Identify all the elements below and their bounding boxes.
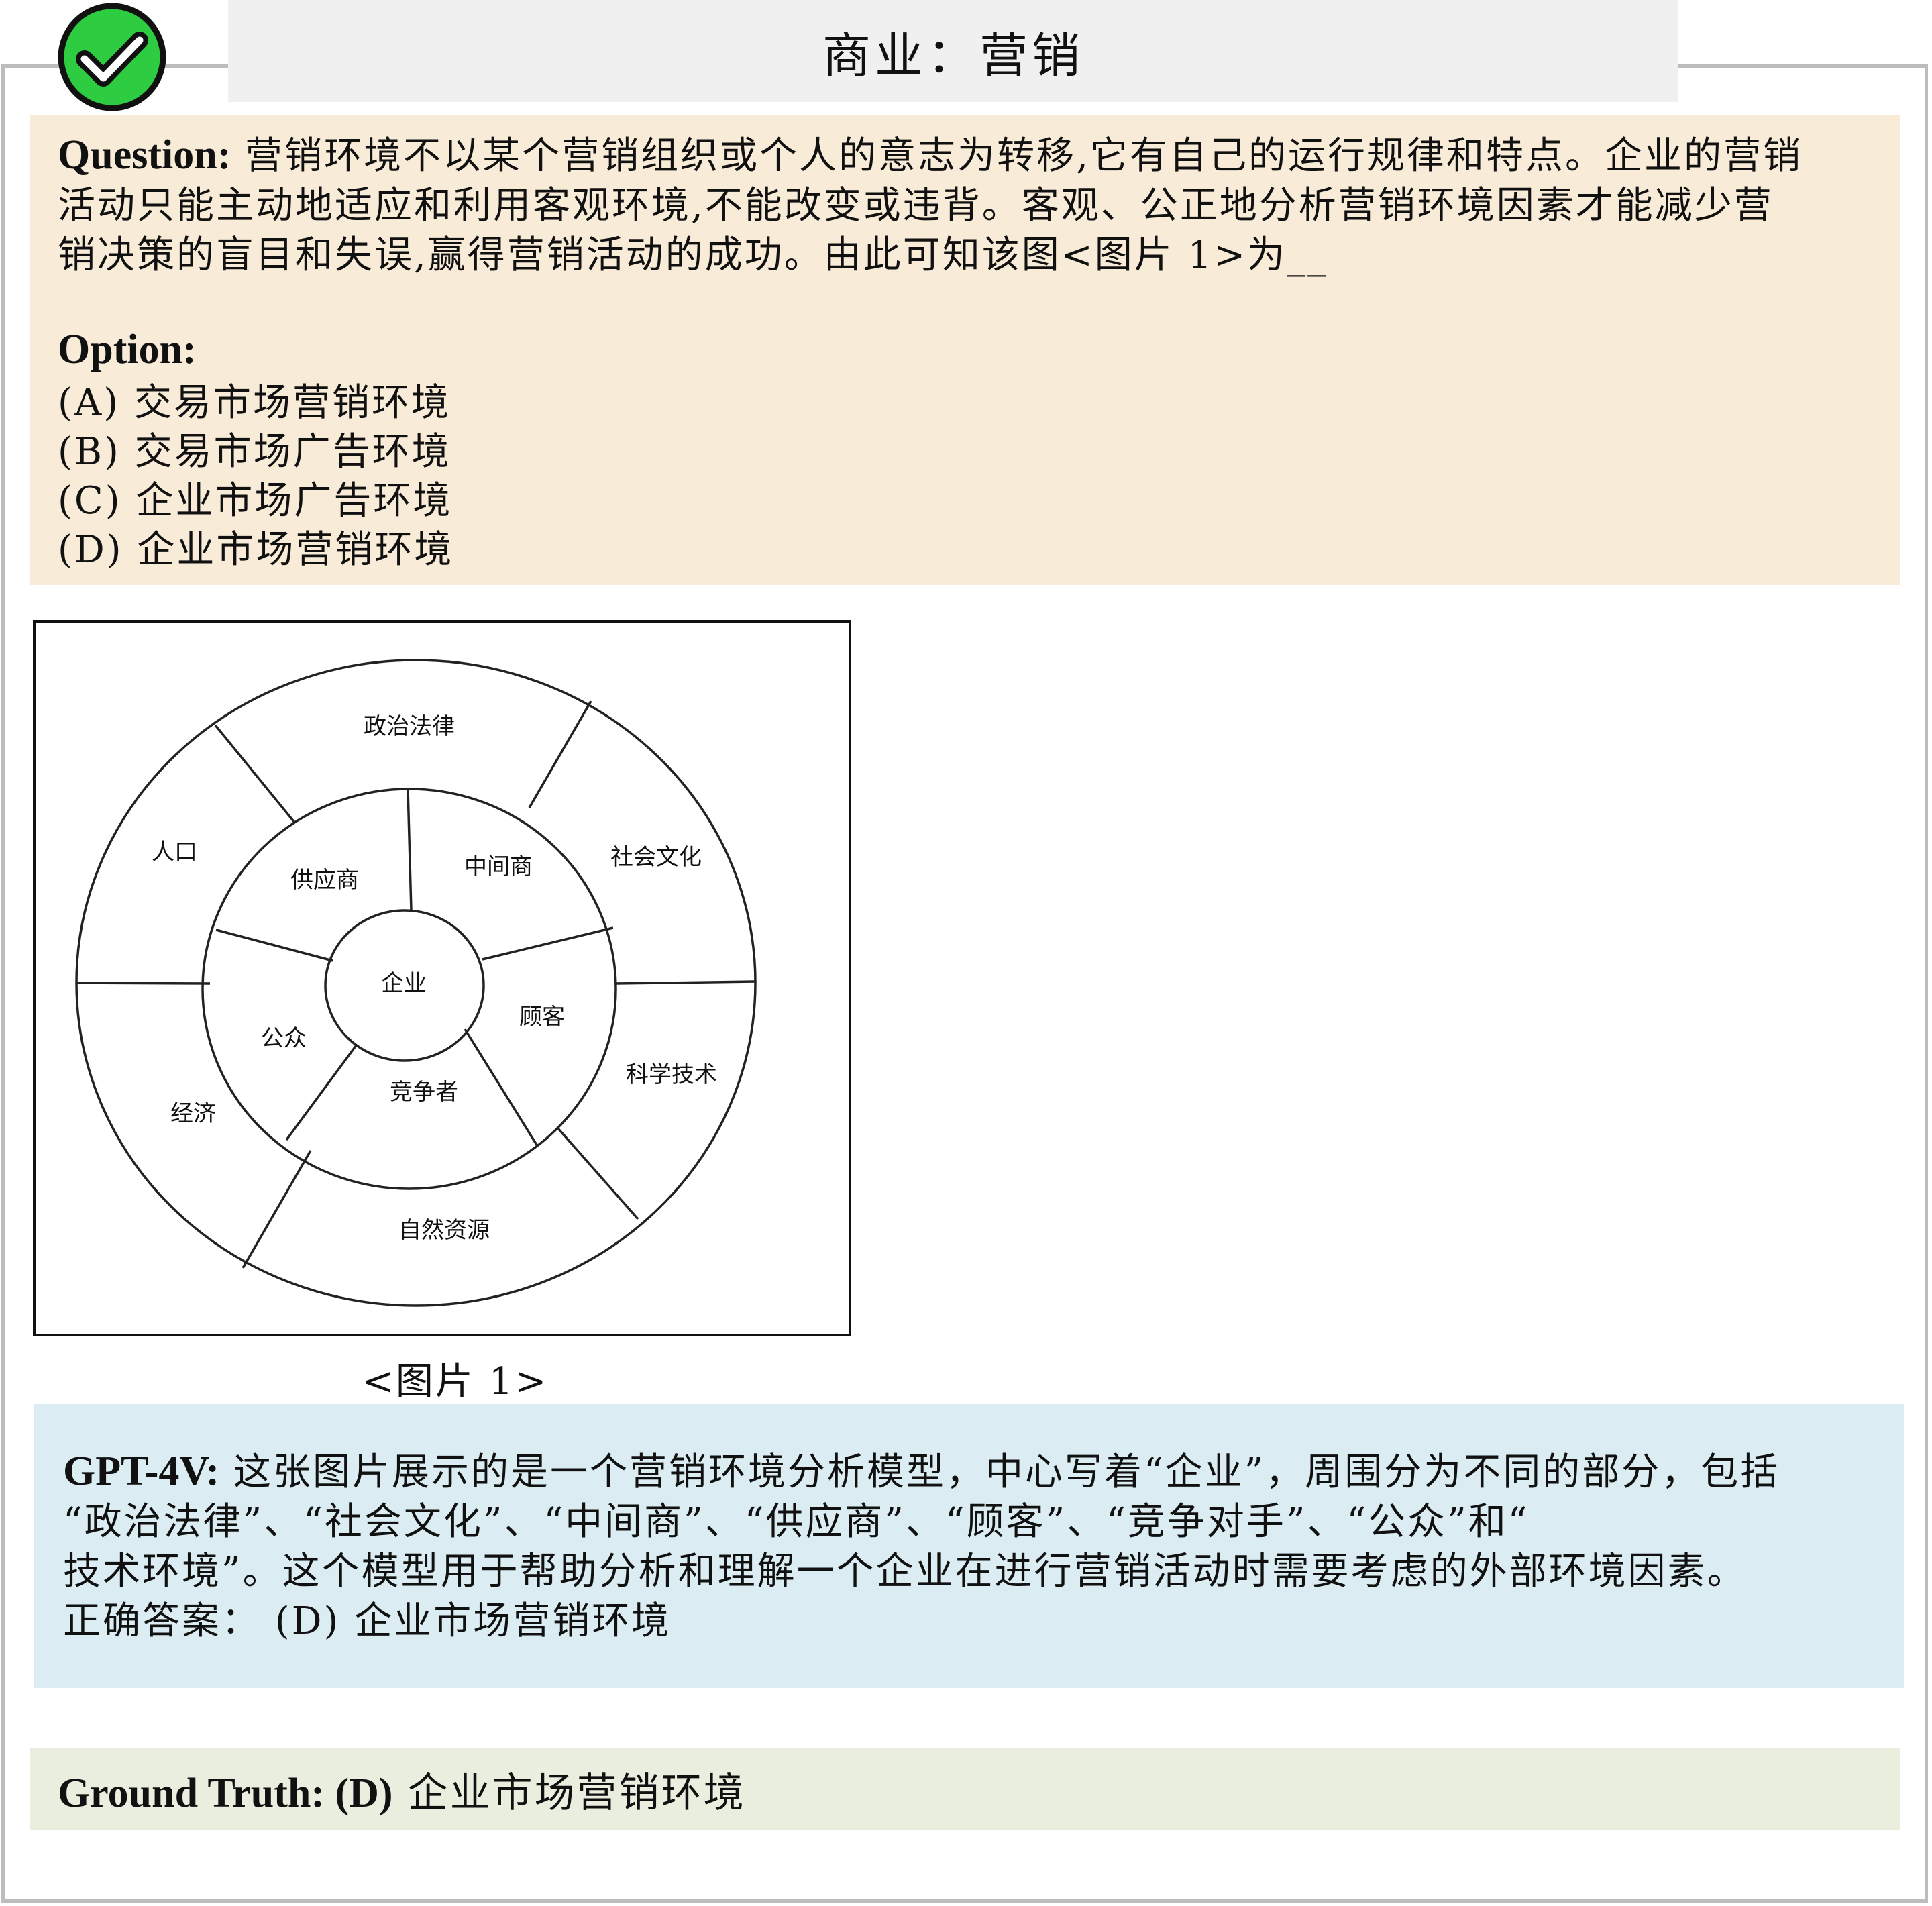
divider-inner-5 bbox=[215, 929, 333, 962]
option-d: (D) 企业市场营销环境 bbox=[58, 528, 454, 572]
gpt-text-2: “政治法律”、“社会文化”、“中间商”、“供应商”、“顾客”、“竞争对手”、“公… bbox=[63, 1500, 1529, 1544]
gpt-label: GPT-4V: bbox=[63, 1448, 220, 1494]
label-outer-2: 社会文化 bbox=[610, 844, 702, 871]
gpt-text-4: 正确答案： (D) 企业市场营销环境 bbox=[63, 1599, 672, 1643]
option-c: (C) 企业市场广告环境 bbox=[58, 479, 453, 523]
divider-inner-2 bbox=[482, 926, 614, 961]
label-outer-5: 经济 bbox=[170, 1100, 216, 1127]
option-label-row: Option: bbox=[58, 325, 1873, 376]
option-b: (B) 交易市场广告环境 bbox=[58, 430, 451, 474]
question-box: Question: 营销环境不以某个营销组织或个人的意志为转移,它有自己的运行规… bbox=[30, 115, 1900, 585]
divider-outer-1 bbox=[214, 724, 297, 825]
label-outer-3: 科学技术 bbox=[626, 1061, 717, 1088]
question-label: Question: bbox=[58, 132, 231, 178]
option-a: (A) 交易市场营销环境 bbox=[58, 381, 451, 425]
divider-inner-1 bbox=[407, 788, 413, 911]
label-center: 企业 bbox=[381, 970, 427, 997]
divider-outer-5 bbox=[241, 1150, 312, 1269]
question-line-1: Question: 营销环境不以某个营销组织或个人的意志为转移,它有自己的运行规… bbox=[58, 130, 1873, 181]
title-bar: 商业：营销 bbox=[228, 0, 1678, 102]
option-label: Option: bbox=[58, 327, 197, 372]
ground-truth-row: Ground Truth: (D) 企业市场营销环境 bbox=[58, 1760, 746, 1819]
divider-inner-3 bbox=[464, 1028, 539, 1147]
figure-image: 企业 供应商 中间商 顾客 竞争者 公众 政治法律 社会文化 科学技术 自然资源… bbox=[33, 620, 851, 1336]
label-inner-2: 中间商 bbox=[464, 853, 533, 880]
figure-caption: <图片 1> bbox=[362, 1360, 549, 1404]
question-text-3: 销决策的盲目和失误,赢得营销活动的成功。由此可知该图<图片 1>为__ bbox=[58, 233, 1329, 277]
ground-truth-label: Ground Truth: (D) bbox=[58, 1770, 393, 1816]
gpt-text-3: 技术环境”。这个模型用于帮助分析和理解一个企业在进行营销活动时需要考虑的外部环境… bbox=[63, 1550, 1747, 1593]
environment-diagram: 企业 供应商 中间商 顾客 竞争者 公众 政治法律 社会文化 科学技术 自然资源… bbox=[75, 659, 757, 1307]
label-outer-6: 人口 bbox=[152, 839, 197, 865]
page-title: 商业：营销 bbox=[822, 27, 1084, 84]
label-outer-4: 自然资源 bbox=[398, 1217, 490, 1244]
gpt-text-1: 这张图片展示的是一个营销环境分析模型，中心写着“企业”，周围分为不同的部分，包括 bbox=[219, 1450, 1780, 1494]
divider-outer-3 bbox=[614, 980, 756, 985]
divider-inner-4 bbox=[285, 1044, 358, 1141]
label-outer-1: 政治法律 bbox=[364, 713, 455, 740]
question-text-1: 营销环境不以某个营销组织或个人的意志为转移,它有自己的运行规律和特点。企业的营销 bbox=[231, 134, 1803, 178]
gpt-line-1: GPT-4V: 这张图片展示的是一个营销环境分析模型，中心写着“企业”，周围分为… bbox=[63, 1446, 1877, 1497]
divider-outer-2 bbox=[528, 700, 592, 808]
ground-truth-answer: 企业市场营销环境 bbox=[392, 1769, 746, 1817]
middle-ring bbox=[201, 788, 617, 1190]
gpt-response-box: GPT-4V: 这张图片展示的是一个营销环境分析模型，中心写着“企业”，周围分为… bbox=[34, 1404, 1904, 1688]
center-circle bbox=[324, 909, 485, 1062]
check-circle-icon bbox=[58, 3, 166, 111]
label-inner-5: 公众 bbox=[261, 1025, 307, 1052]
label-inner-3: 顾客 bbox=[519, 1004, 565, 1030]
divider-outer-6 bbox=[76, 982, 211, 985]
label-inner-1: 供应商 bbox=[290, 867, 359, 894]
question-text-2: 活动只能主动地适应和利用客观环境,不能改变或违背。客观、公正地分析营销环境因素才… bbox=[58, 184, 1774, 227]
label-inner-4: 竞争者 bbox=[390, 1079, 458, 1106]
ground-truth-box: Ground Truth: (D) 企业市场营销环境 bbox=[30, 1748, 1900, 1830]
divider-outer-4 bbox=[556, 1126, 639, 1220]
